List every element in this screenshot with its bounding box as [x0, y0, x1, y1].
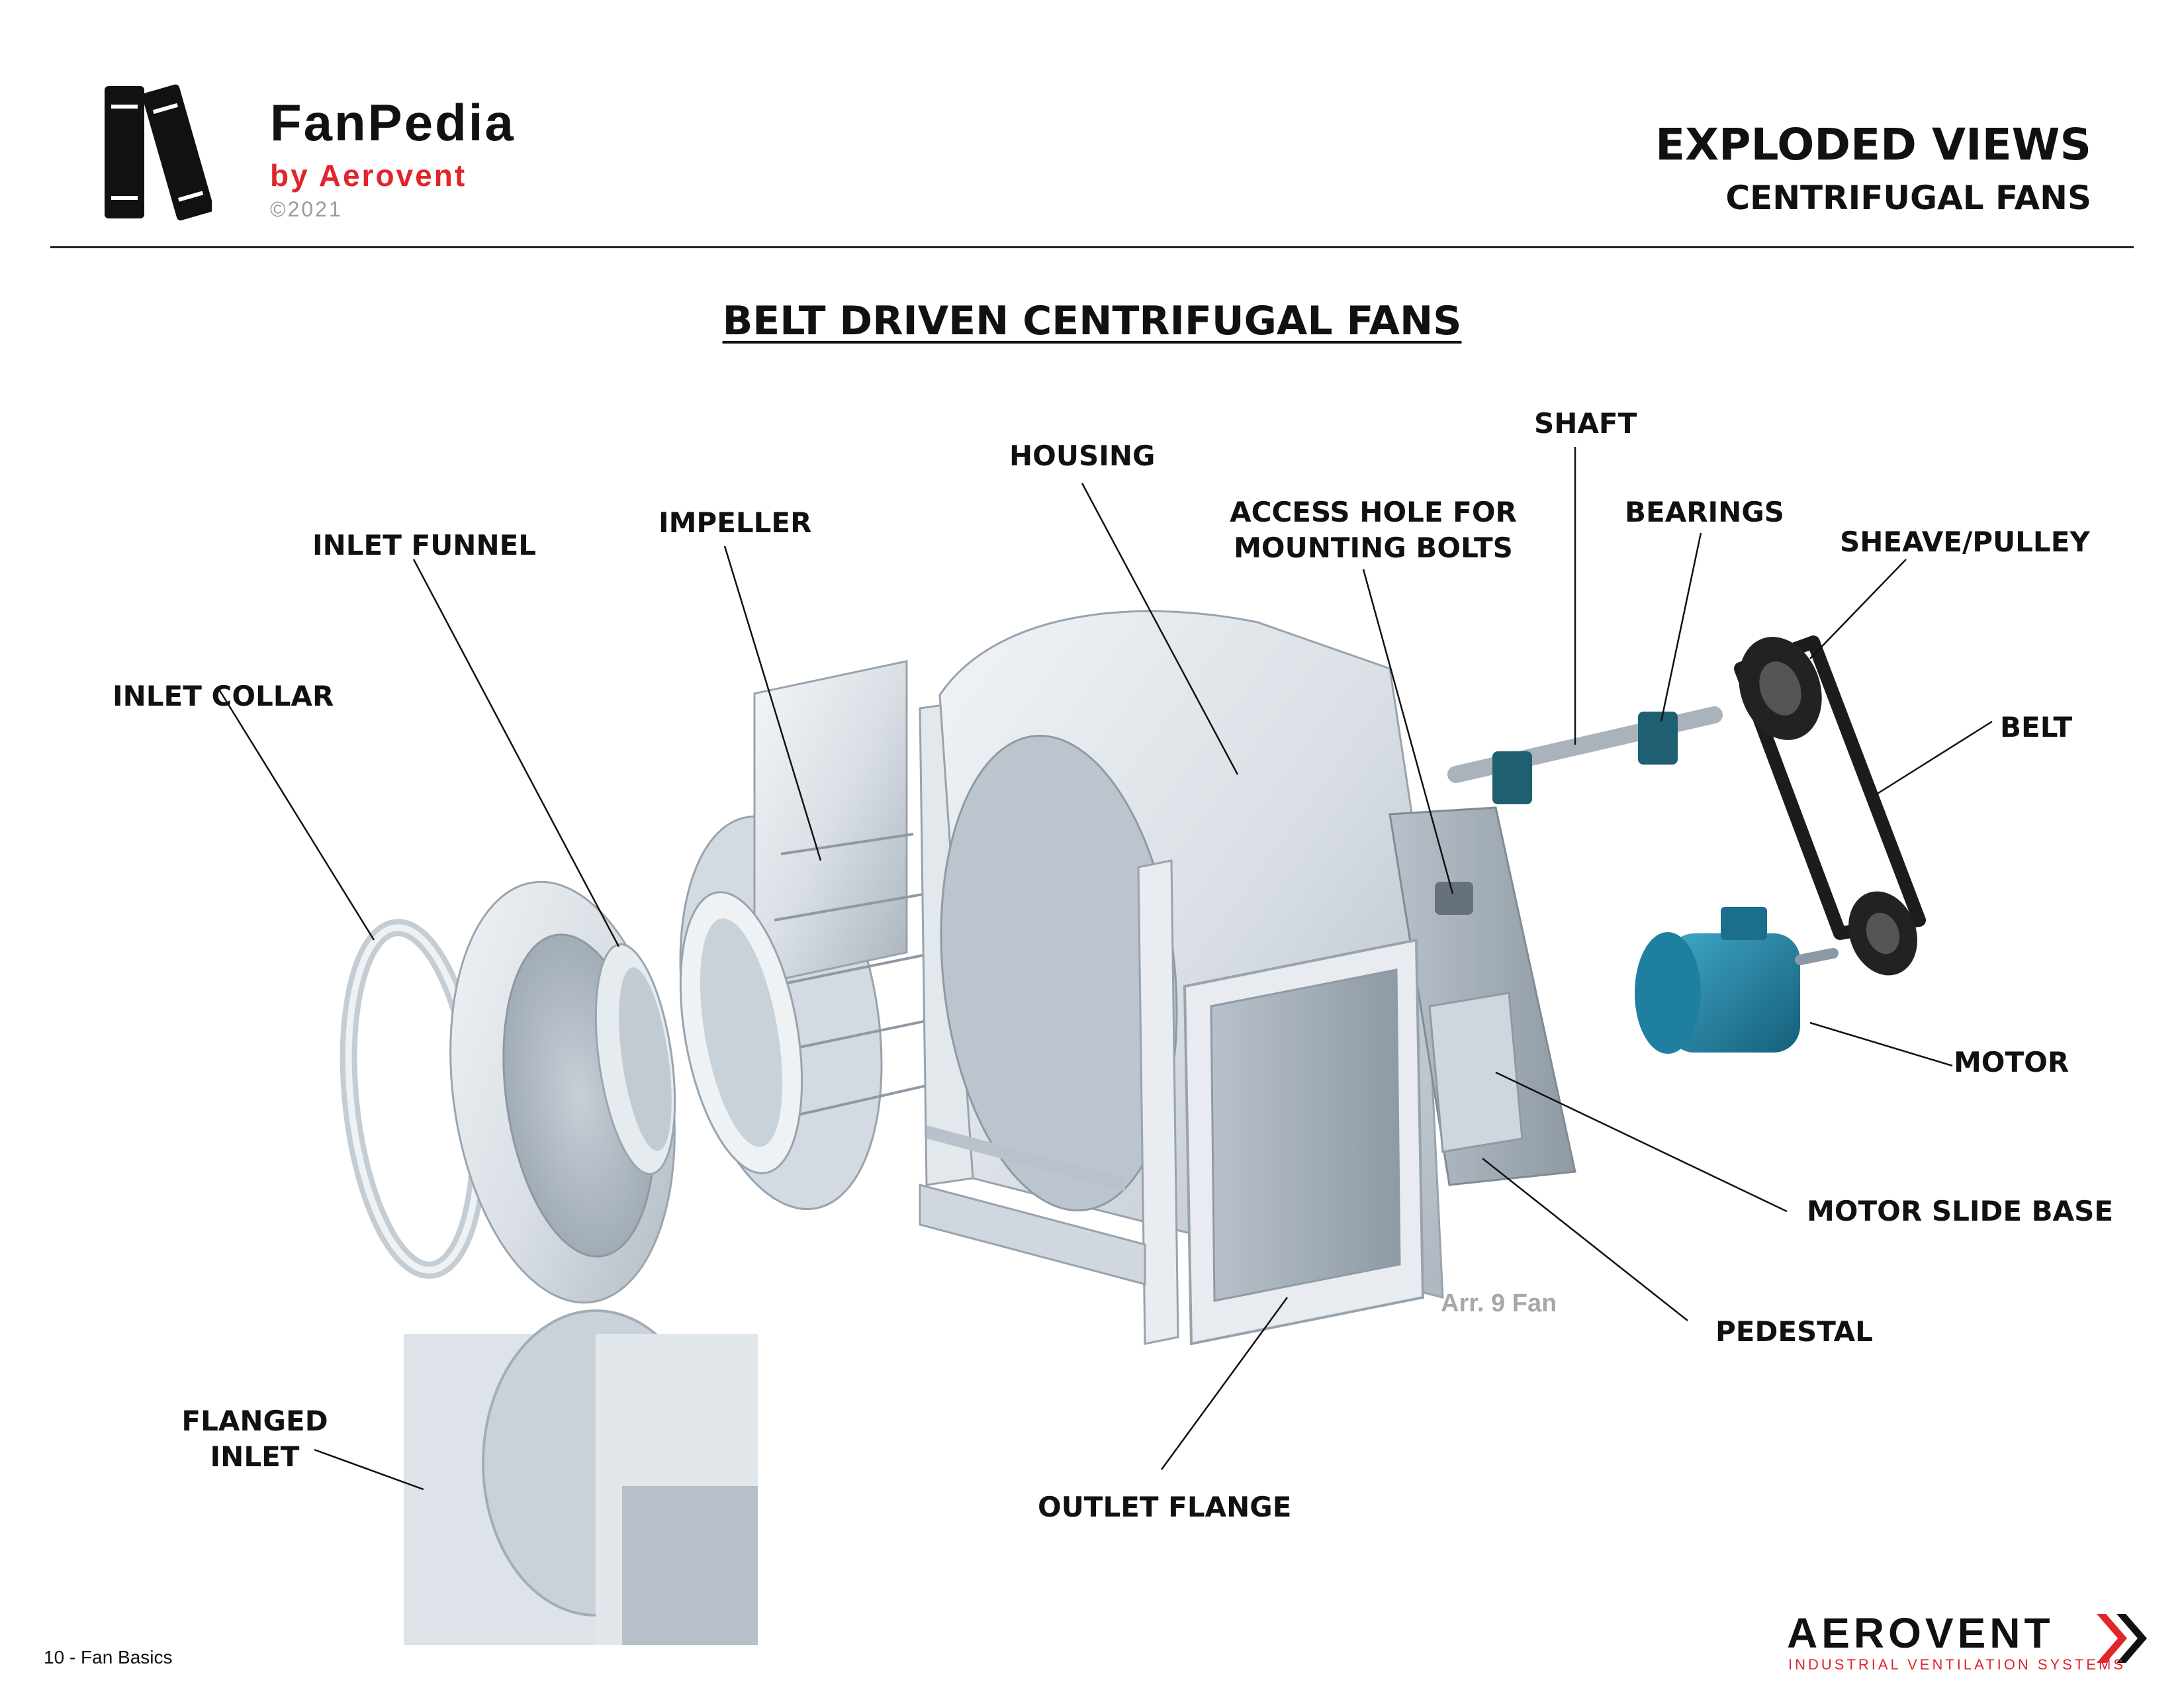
label-flanged-inlet-line1: FLANGED	[181, 1405, 328, 1437]
leader-lines	[217, 447, 1993, 1491]
impeller-part	[679, 659, 934, 1211]
chevron-right-icon	[2097, 1614, 2147, 1663]
logo-title: FanPedia	[270, 93, 516, 152]
label-motor-slide-base: MOTOR SLIDE BASE	[1807, 1195, 2114, 1227]
label-inlet-collar: INLET COLLAR	[113, 680, 334, 712]
label-inlet-funnel: INLET FUNNEL	[312, 529, 537, 561]
label-access-hole: ACCESS HOLE FOR MOUNTING BOLTS	[1211, 494, 1535, 566]
sheave-and-belt-part	[1734, 635, 1926, 976]
shaft-and-bearings-part	[1447, 706, 1723, 804]
page-number: 10 - Fan Basics	[44, 1647, 173, 1667]
label-sheave-pulley: SHEAVE/PULLEY	[1840, 526, 2090, 558]
label-belt: BELT	[2000, 711, 2073, 743]
label-access-hole-line2: MOUNTING BOLTS	[1234, 532, 1513, 564]
label-access-hole-line1: ACCESS HOLE FOR	[1230, 496, 1517, 528]
label-flanged-inlet-line2: INLET	[210, 1440, 300, 1473]
outlet-flange-part	[1183, 938, 1425, 1346]
label-housing: HOUSING	[1009, 440, 1156, 472]
aerovent-tagline: Industrial Ventilation Systems	[1788, 1656, 2126, 1673]
fanpedia-logo: FanPedia by Aerovent ©2021	[93, 79, 688, 225]
section-title: BELT DRIVEN CENTRIFUGAL FANS	[722, 298, 1462, 344]
label-pedestal: PEDESTAL	[1715, 1315, 1873, 1348]
flanged-inlet-inset	[404, 1309, 758, 1645]
label-shaft: SHAFT	[1534, 407, 1637, 440]
aerovent-footer-logo: Aerovent Industrial Ventilation Systems	[1787, 1609, 2158, 1675]
logo-copyright: ©2021	[270, 197, 343, 221]
pedestal-part	[1388, 806, 1576, 1186]
books-icon	[105, 84, 212, 220]
page-title: EXPLODED VIEWS	[1655, 119, 2091, 170]
logo-byline: by Aerovent	[270, 158, 467, 193]
motor-part	[1635, 907, 1839, 1054]
label-bearings: BEARINGS	[1625, 496, 1785, 528]
label-motor: MOTOR	[1954, 1046, 2070, 1078]
label-outlet-flange: OUTLET FLANGE	[1038, 1491, 1292, 1523]
label-flanged-inlet: FLANGED INLET	[159, 1403, 351, 1475]
label-impeller: IMPELLER	[659, 506, 812, 539]
arrangement-caption: Arr. 9 Fan	[1441, 1289, 1557, 1317]
aerovent-wordmark: Aerovent	[1787, 1609, 2054, 1657]
header-divider	[50, 246, 2134, 248]
page-subtitle: CENTRIFUGAL FANS	[1725, 179, 2091, 217]
inlet-funnel-part	[449, 880, 676, 1304]
